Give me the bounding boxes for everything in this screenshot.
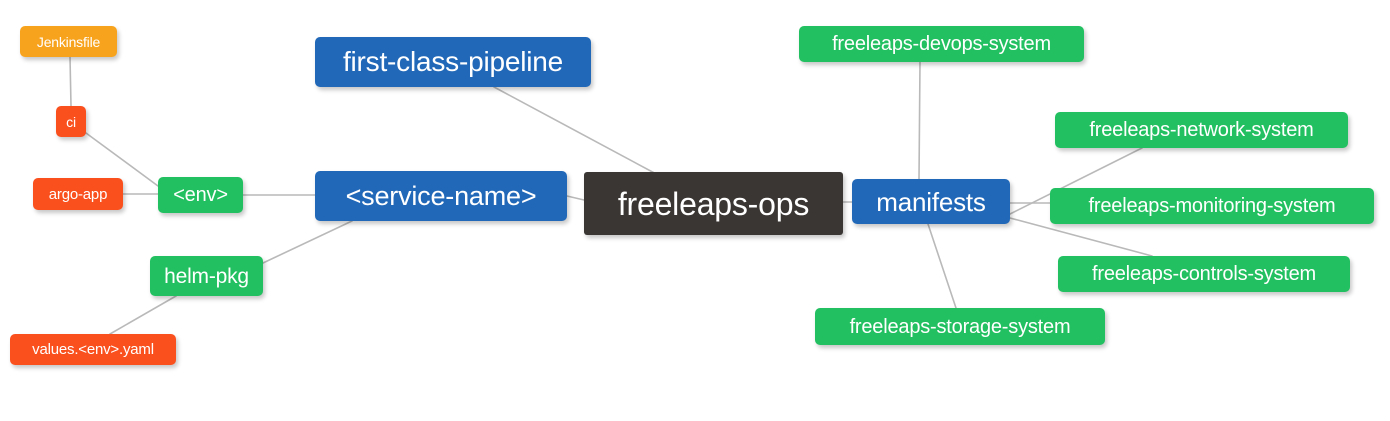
mindmap-node-ci[interactable]: ci: [56, 106, 86, 137]
mindmap-node-storage-system[interactable]: freeleaps-storage-system: [815, 308, 1105, 345]
mindmap-node-monitoring-system[interactable]: freeleaps-monitoring-system: [1050, 188, 1374, 224]
edge-first-class-pipeline-to-freeleaps-ops: [493, 86, 661, 177]
mindmap-node-jenkinsfile[interactable]: Jenkinsfile: [20, 26, 117, 57]
edge-service-name-to-freeleaps-ops: [566, 195, 585, 201]
mindmap-node-argo-app[interactable]: argo-app: [33, 178, 123, 210]
edge-manifests-to-storage-system: [927, 223, 957, 309]
edge-helm-pkg-to-service-name: [262, 220, 353, 264]
mindmap-node-devops-system[interactable]: freeleaps-devops-system: [799, 26, 1084, 62]
mindmap-node-network-system[interactable]: freeleaps-network-system: [1055, 112, 1348, 148]
edge-values-yaml-to-helm-pkg: [109, 295, 177, 335]
mindmap-node-first-class-pipeline[interactable]: first-class-pipeline: [315, 37, 591, 87]
mindmap-node-controls-system[interactable]: freeleaps-controls-system: [1058, 256, 1350, 292]
edge-manifests-to-devops-system: [918, 61, 921, 180]
mindmap-node-service-name[interactable]: <service-name>: [315, 171, 567, 221]
mindmap-node-freeleaps-ops[interactable]: freeleaps-ops: [584, 172, 843, 235]
edge-jenkinsfile-to-ci: [69, 56, 72, 107]
mindmap-node-manifests[interactable]: manifests: [852, 179, 1010, 224]
mindmap-node-env[interactable]: <env>: [158, 177, 243, 213]
mindmap-node-values-yaml[interactable]: values.<env>.yaml: [10, 334, 176, 365]
mindmap-node-helm-pkg[interactable]: helm-pkg: [150, 256, 263, 296]
